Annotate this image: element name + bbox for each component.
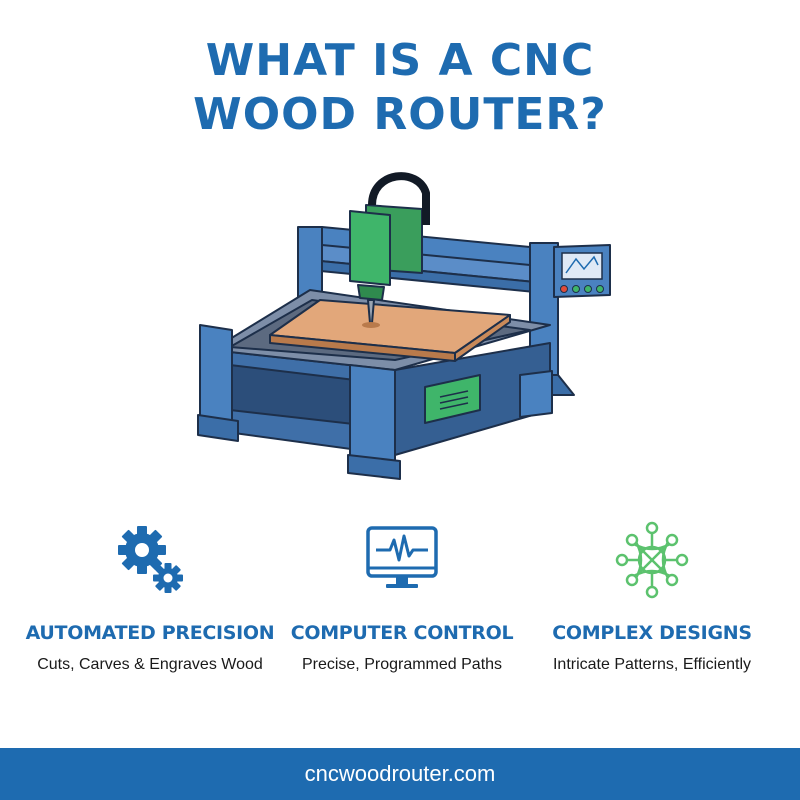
feature-list: AUTOMATED PRECISION Cuts, Carves & Engra…: [0, 520, 800, 680]
page-title-line-2: WOOD ROUTER?: [193, 89, 607, 140]
feature-title: COMPUTER CONTROL: [290, 622, 514, 644]
footer-url-link[interactable]: cncwoodrouter.com: [304, 761, 496, 786]
computer-monitor-icon: [366, 526, 438, 588]
feature-computer-control: COMPUTER CONTROL Precise, Programmed Pat…: [272, 520, 532, 674]
feature-subtitle: Cuts, Carves & Engraves Wood: [37, 656, 263, 673]
network-pattern-icon: [615, 521, 689, 599]
page-title-line-1: WHAT IS A CNC: [205, 35, 595, 86]
feature-automated-precision: AUTOMATED PRECISION Cuts, Carves & Engra…: [20, 520, 280, 674]
footer-bar: cncwoodrouter.com: [0, 748, 800, 800]
page-title: WHAT IS A CNC WOOD ROUTER?: [0, 34, 800, 142]
feature-subtitle: Intricate Patterns, Efficiently: [552, 656, 751, 673]
feature-subtitle: Precise, Programmed Paths: [301, 656, 503, 673]
feature-title: COMPLEX DESIGNS: [552, 622, 752, 644]
feature-complex-designs: COMPLEX DESIGNS Intricate Patterns, Effi…: [522, 520, 782, 674]
cnc-router-illustration: [197, 172, 611, 480]
gears-icon: [118, 526, 183, 593]
feature-title: AUTOMATED PRECISION: [25, 622, 275, 644]
